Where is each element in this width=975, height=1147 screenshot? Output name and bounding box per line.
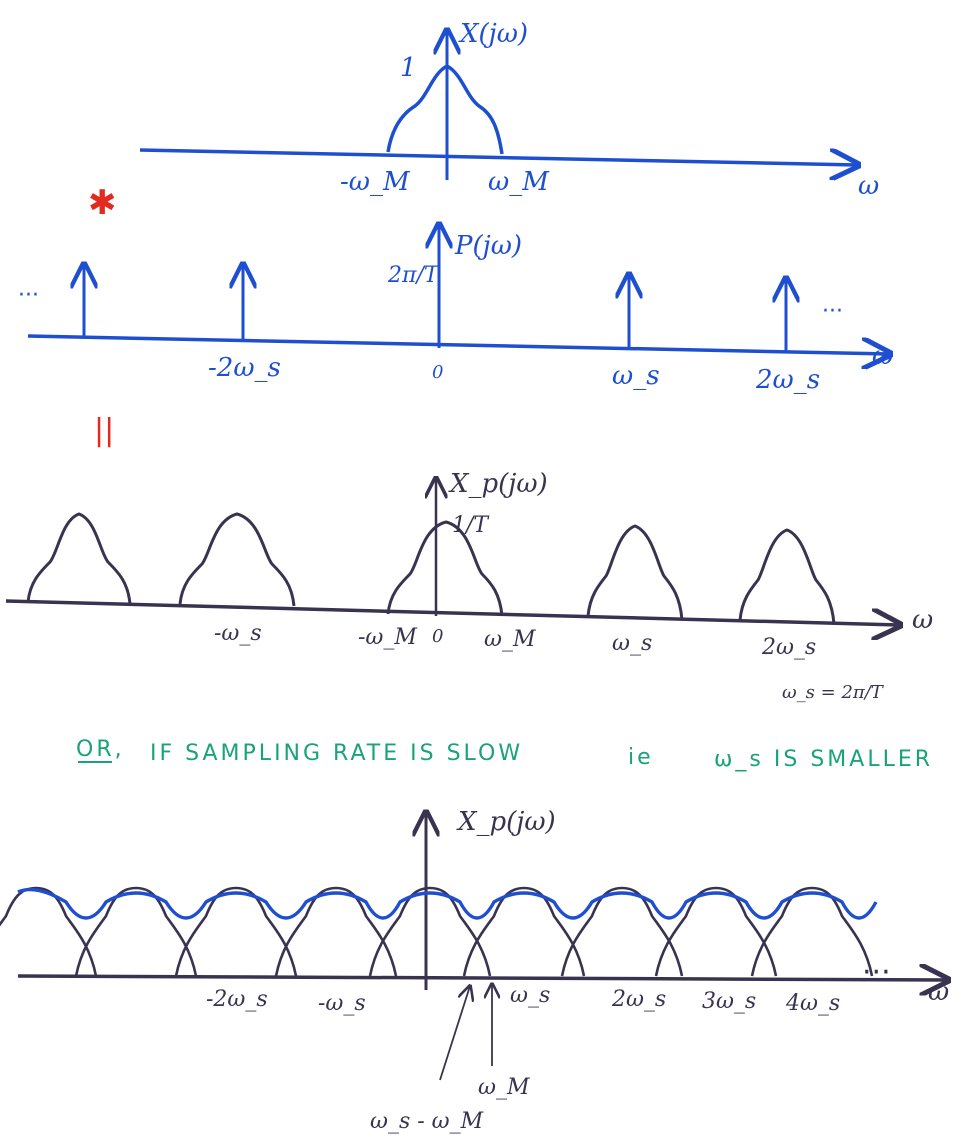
convolution-operator: ✱ [88, 183, 117, 223]
panel-xp-sampled: X_p(jω) 1/T -ω_s -ω_M 0 ω_M ω_s 2ω_s ω ω… [5, 469, 933, 703]
xp-axis-label: X_p(jω) [448, 469, 548, 499]
tick-label-2ws: 2ω_s [761, 635, 816, 660]
peak-label: 1/T [452, 513, 490, 538]
omega-label: ω [928, 977, 949, 1007]
p-axis-label: P(jω) [454, 231, 522, 261]
annot-label-ws-minus-wm: ω_s - ω_M [370, 1109, 484, 1134]
note-condition: ω_s IS SMALLER [714, 747, 933, 772]
omega-label: ω [858, 171, 879, 201]
tick-label-2ws: 2ω_s [611, 987, 666, 1012]
panel-x-spectrum: X(jω) 1 -ω_M ω_M ω [139, 19, 879, 201]
replica-1 [26, 512, 132, 605]
replica-group [26, 512, 836, 625]
tick-label-4ws: 4ω_s [785, 991, 840, 1016]
tick-label-neg-2ws: -2ω_s [208, 353, 281, 383]
tick-label-3ws: 3ω_s [702, 989, 756, 1014]
tick-label-zero: 0 [432, 362, 443, 383]
annot-arrow-ws-minus-wm [439, 986, 470, 1081]
panel-p-impulse-train: P(jω) 2π/T ··· ··· -2ω_s 0 ω_s 2ω_s ω [18, 224, 893, 395]
aliased-replica [74, 886, 198, 977]
spectrum-curve [386, 64, 504, 155]
tick-label-wm: ω_M [488, 167, 550, 197]
omega-axis [27, 334, 890, 354]
note-prefix: OR, [76, 737, 125, 762]
replica-3 [386, 520, 504, 617]
omega-axis [17, 976, 948, 980]
replica-2 [178, 512, 296, 607]
xp-axis-label: X_p(jω) [456, 807, 556, 837]
ellipsis-right: ··· [822, 299, 843, 324]
annot-label-wm: ω_M [478, 1075, 530, 1100]
replica-5 [738, 528, 836, 625]
tick-label-neg-2ws: -2ω_s [206, 987, 268, 1012]
tick-label-wm: ω_M [484, 627, 536, 652]
replica-4 [586, 524, 684, 621]
tick-label-ws: ω_s [612, 631, 652, 656]
sampling-relation: ω_s = 2π/T [782, 682, 885, 703]
tick-label-ws: ω_s [510, 983, 550, 1008]
aliased-replica [274, 886, 398, 977]
ellipsis-left: ··· [18, 283, 39, 308]
overlapping-replicas [0, 886, 874, 977]
tick-label-neg-wm: -ω_M [340, 167, 411, 197]
aliased-replica [174, 886, 298, 977]
aliased-replica [654, 886, 778, 977]
omega-label: ω [912, 605, 933, 635]
x-axis-label: X(jω) [458, 19, 528, 49]
aliased-replica [368, 886, 492, 977]
tick-label-zero: 0 [432, 626, 443, 647]
omega-axis [5, 599, 900, 625]
aliasing-note: OR, IF SAMPLING RATE IS SLOW ie ω_s IS S… [76, 737, 933, 772]
omega-axis [139, 148, 858, 165]
tick-label-ws: ω_s [612, 361, 660, 391]
ellipsis: ··· [862, 955, 891, 990]
aliased-sum-curve [17, 887, 878, 920]
note-ie: ie [628, 745, 654, 770]
tick-label-2ws: 2ω_s [755, 365, 820, 395]
tick-label-neg-ws: -ω_s [318, 991, 366, 1016]
amplitude-label: 2π/T [387, 263, 441, 288]
omega-label: ω [872, 341, 893, 371]
note-text: IF SAMPLING RATE IS SLOW [150, 741, 523, 766]
aliased-replica [0, 886, 98, 977]
aliased-replica [750, 886, 874, 977]
aliased-replica [560, 886, 684, 977]
aliased-replica [462, 886, 586, 977]
peak-label: 1 [400, 53, 417, 83]
equals-operator: || [94, 413, 114, 448]
panel-aliased: X_p(jω) ··· ω -2ω_s -ω_s ω_s 2ω_s 3ω_s 4… [0, 807, 949, 1134]
tick-label-neg-wm: -ω_M [358, 625, 417, 650]
tick-label-neg-ws: -ω_s [214, 621, 262, 646]
